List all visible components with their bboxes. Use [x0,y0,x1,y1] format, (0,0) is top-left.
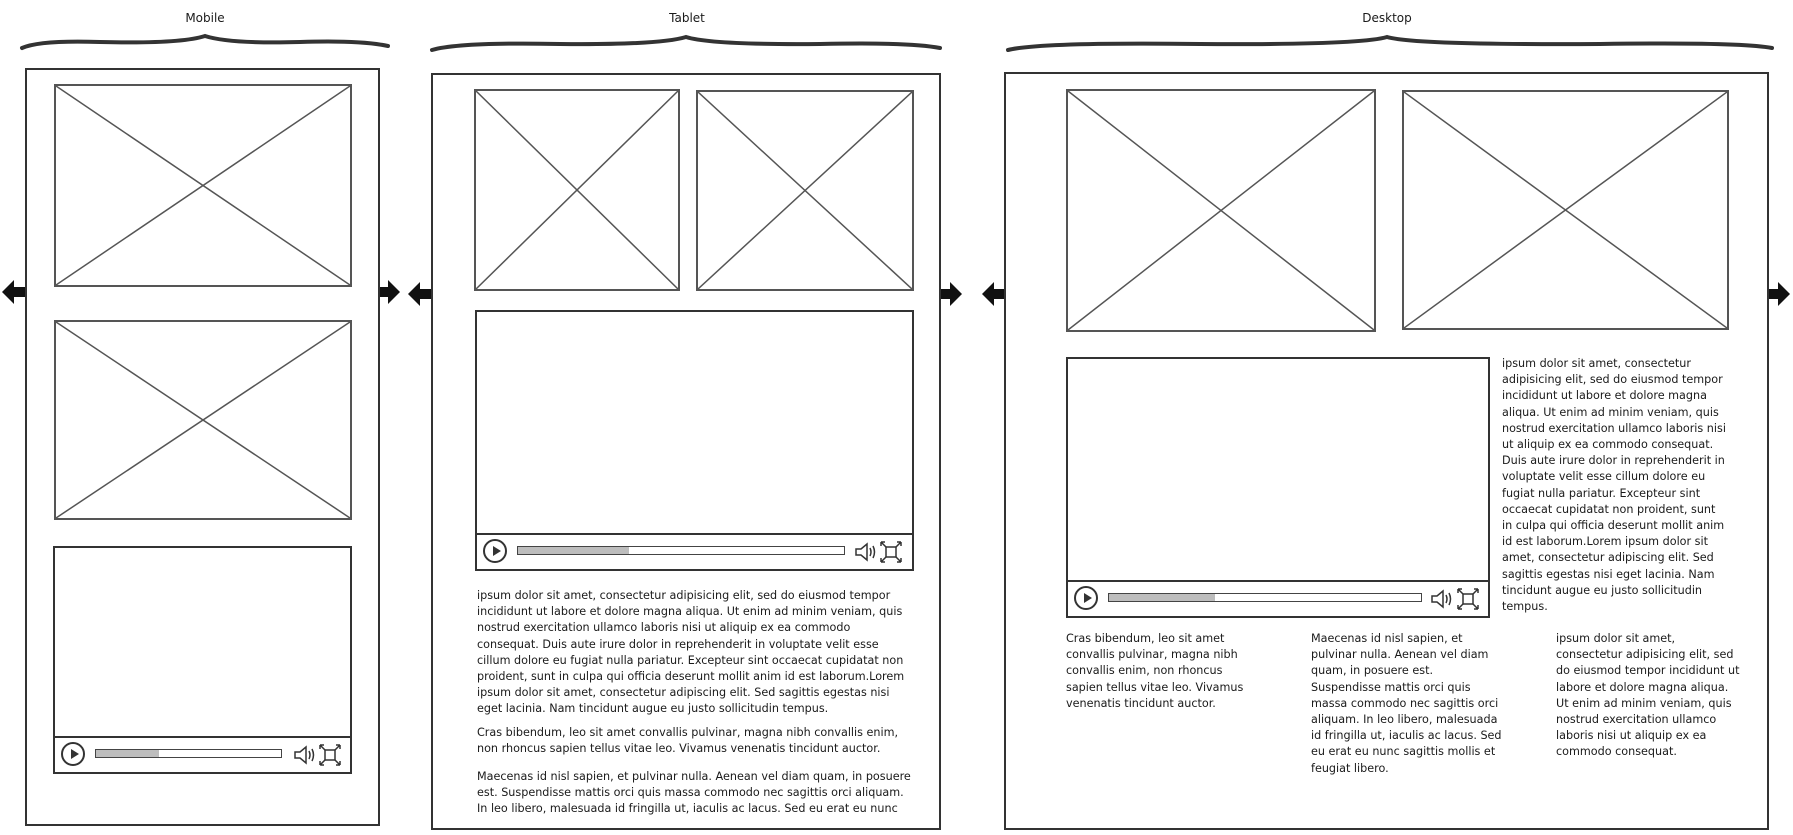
video-controls [55,736,350,772]
video-controls [477,533,912,569]
play-icon[interactable] [1074,586,1098,610]
video-controls [1068,580,1488,616]
play-icon[interactable] [483,539,507,563]
desktop-side-text: ipsum dolor sit amet, consectetur adipis… [1502,357,1726,614]
video-player[interactable] [1066,357,1490,618]
play-icon[interactable] [61,742,85,766]
tablet-paragraph: Cras bibendum, leo sit amet convallis pu… [477,726,899,756]
image-placeholder [54,84,352,287]
video-player[interactable] [475,310,914,571]
progress-fill [96,750,159,757]
fullscreen-icon[interactable] [880,541,902,563]
image-placeholder [54,320,352,520]
image-placeholder [696,90,914,291]
video-player[interactable] [53,546,352,774]
desktop-column-text: Maecenas id nisl sapien, et pulvinar nul… [1311,632,1502,775]
progress-fill [518,547,629,554]
fullscreen-icon[interactable] [319,744,341,766]
image-placeholder [1402,90,1729,330]
desktop-column-text: ipsum dolor sit amet, consectetur adipis… [1556,632,1740,759]
tablet-paragraph: ipsum dolor sit amet, consectetur adipis… [477,589,905,716]
progress-bar[interactable] [1108,593,1422,602]
tablet-label: Tablet [669,11,705,25]
desktop-label: Desktop [1362,11,1412,25]
tablet-paragraph: Maecenas id nisl sapien, et pulvinar nul… [477,770,911,816]
volume-icon[interactable] [293,744,317,766]
progress-bar[interactable] [95,749,282,758]
desktop-brace [1006,34,1774,52]
image-placeholder [474,89,680,291]
volume-icon[interactable] [1430,588,1454,610]
mobile-brace [20,33,390,50]
image-placeholder [1066,89,1376,332]
desktop-column-text: Cras bibendum, leo sit amet convallis pu… [1066,632,1244,710]
tablet-brace [430,34,942,52]
mobile-label: Mobile [185,11,225,25]
progress-bar[interactable] [517,546,845,555]
volume-icon[interactable] [854,541,878,563]
fullscreen-icon[interactable] [1457,588,1479,610]
progress-fill [1109,594,1216,601]
